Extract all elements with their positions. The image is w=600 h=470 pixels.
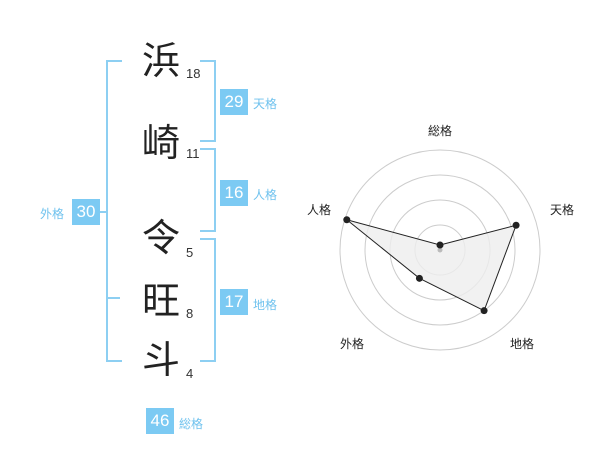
chikaku-value: 17 [220, 289, 248, 315]
soukaku-label: 総格 [179, 417, 204, 431]
name-char-4: 旺 [141, 279, 180, 323]
radar-ring-3 [364, 174, 516, 326]
gaikaku-divider [106, 297, 120, 299]
radar-point-0 [436, 241, 444, 249]
radar-point-2 [480, 307, 488, 315]
jinkaku-label: 人格 [253, 188, 278, 202]
radar-axis-label-gaikaku: 外格 [340, 337, 365, 351]
stroke-count-3: 5 [186, 245, 194, 260]
name-char-3: 令 [141, 216, 180, 260]
stroke-count-5: 4 [186, 366, 194, 381]
tenkaku-label: 天格 [253, 97, 278, 111]
chikaku-label: 地格 [253, 298, 278, 312]
name-char-1: 浜 [141, 39, 180, 83]
tenkaku-bracket [200, 60, 216, 142]
soukaku-value: 46 [146, 408, 174, 434]
tenkaku-value: 29 [220, 89, 248, 115]
radar-axis-label-jinkaku: 人格 [307, 203, 332, 217]
jinkaku-value: 16 [220, 180, 248, 206]
radar-series-area [346, 219, 517, 312]
name-char-5: 斗 [141, 338, 180, 382]
gaikaku-connector [100, 211, 108, 213]
gaikaku-value: 30 [72, 199, 100, 225]
radar-point-3 [415, 274, 423, 282]
chikaku-bracket [200, 238, 216, 362]
jinkaku-bracket [200, 148, 216, 232]
radar-center-dot [437, 247, 443, 253]
radar-axis-label-tenkaku: 天格 [550, 203, 575, 217]
gaikaku-label: 外格 [40, 207, 65, 221]
radar-axis-label-soukaku: 総格 [428, 124, 453, 138]
radar-ring-4 [339, 149, 541, 351]
radar-point-1 [512, 221, 520, 229]
radar-axis-label-chikaku: 地格 [510, 337, 535, 351]
stroke-count-1: 18 [186, 66, 201, 81]
name-char-2: 崎 [141, 121, 180, 165]
radar-point-4 [343, 216, 351, 224]
stroke-count-2: 11 [186, 146, 200, 161]
stroke-count-4: 8 [186, 306, 194, 321]
